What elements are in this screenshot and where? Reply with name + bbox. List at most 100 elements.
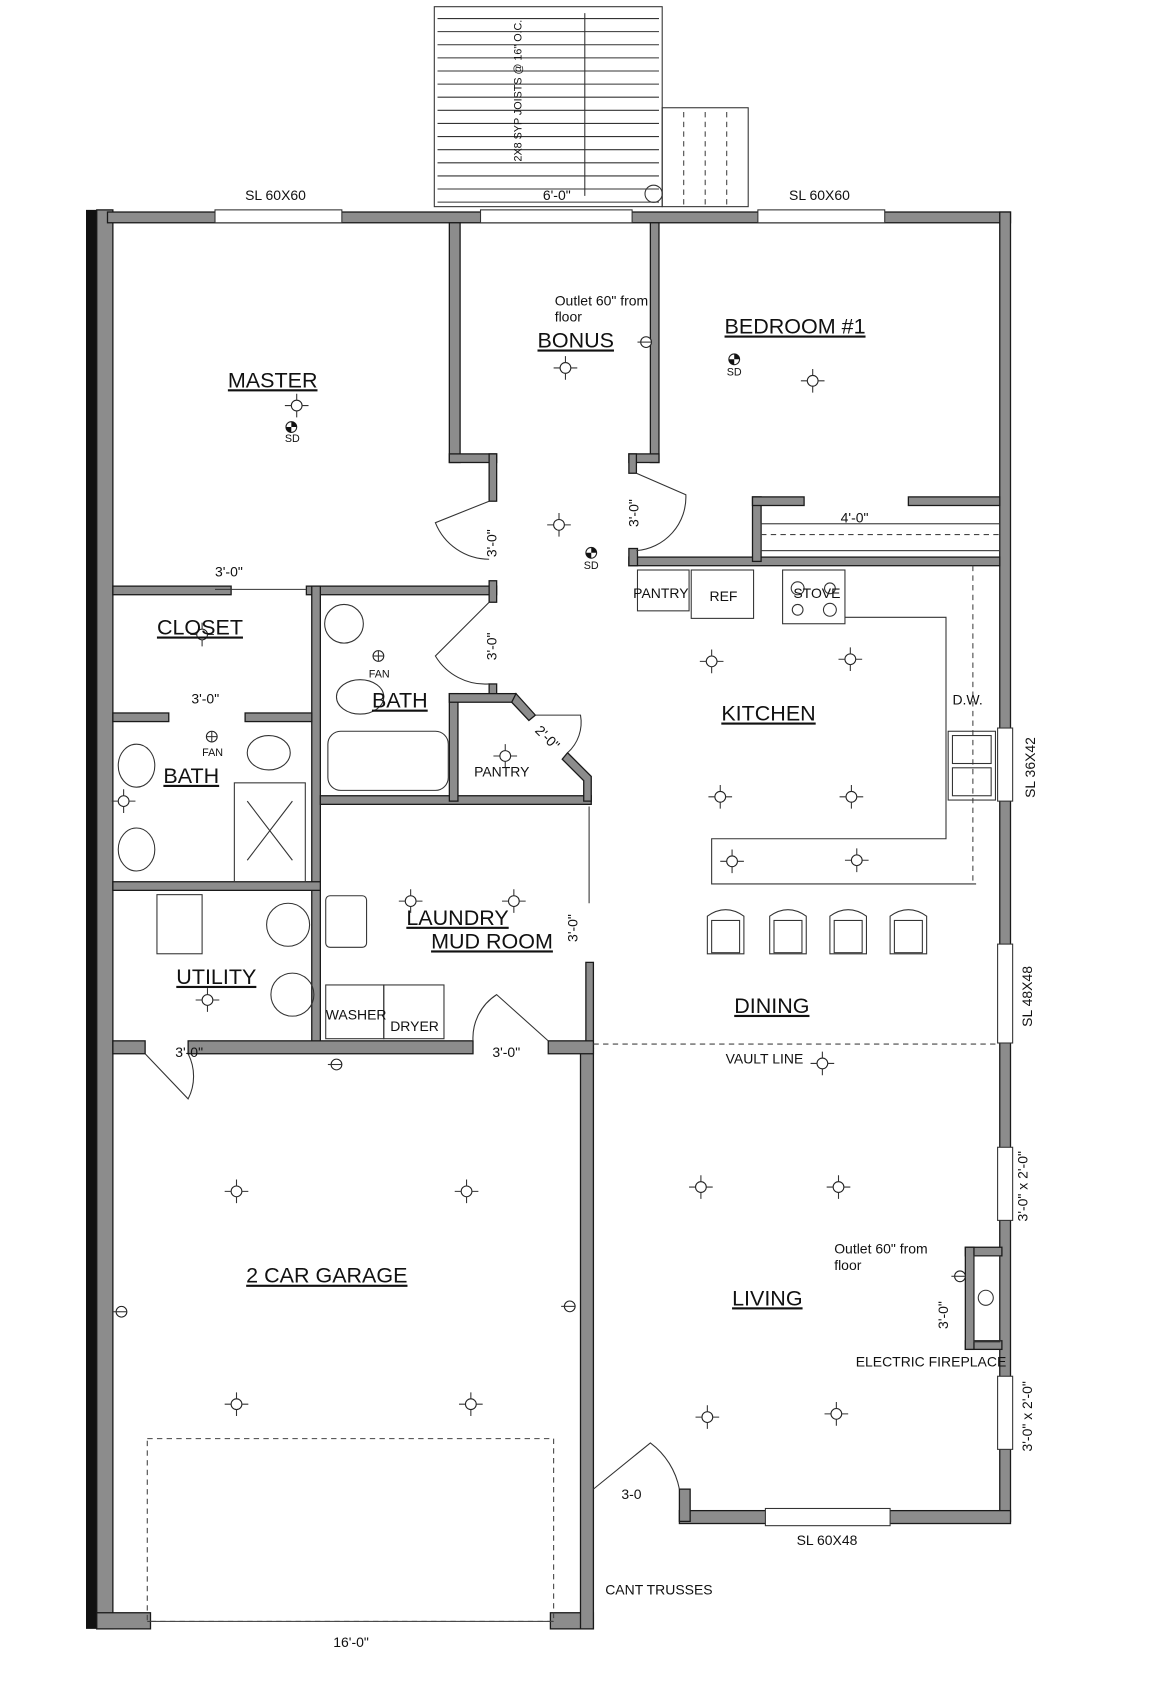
ceiling-light-icon: [810, 1051, 835, 1076]
deck-door-dim: 6'-0": [543, 187, 571, 203]
ceiling-light-icon: [459, 1392, 483, 1417]
dim-label: 3'-0": [215, 563, 243, 579]
room-garage: 2 CAR GARAGE: [246, 1264, 407, 1288]
smoke-detector-icon: [285, 421, 298, 433]
fan-icon: [372, 650, 385, 662]
ceiling-light-icon: [224, 1392, 249, 1417]
window-label: SL 36X42: [1022, 737, 1038, 798]
window-label: 3'-0" x 2'-0": [1019, 1381, 1035, 1451]
ceiling-light-icon: [824, 1402, 849, 1426]
ceiling-light-icon: [553, 356, 578, 380]
room-living: LIVING: [732, 1286, 803, 1310]
outlet-note: floor: [834, 1257, 862, 1273]
room-mud-room: MUD ROOM: [431, 929, 553, 953]
dryer-label: DRYER: [390, 1018, 439, 1034]
ceiling-light-icon: [695, 1405, 720, 1429]
dim-label: 3'-0": [564, 914, 580, 942]
sd-label: SD: [584, 560, 599, 572]
dim-label: 3'-0": [484, 529, 500, 557]
outlet-icon: [951, 1270, 966, 1283]
ceiling-light-icon: [111, 789, 136, 813]
ceiling-light-icon: [454, 1179, 479, 1204]
room-master-bath: BATH: [163, 764, 219, 788]
sd-label: SD: [285, 433, 300, 445]
room-bonus: BONUS: [537, 328, 613, 352]
ceiling-light-icon: [826, 1175, 851, 1199]
fan-label: FAN: [202, 747, 223, 759]
dim-label: 3'-0": [191, 690, 219, 706]
bar-stool-icon: [769, 909, 807, 955]
ceiling-light-icon: [195, 988, 220, 1012]
outlet-note: Outlet 60" from: [555, 293, 648, 309]
dim-label: 3'-0": [935, 1301, 951, 1329]
room-pantry: PANTRY: [474, 763, 530, 779]
dim-label: 3'-0": [175, 1044, 203, 1060]
outlet-icon: [637, 336, 652, 349]
doors: [144, 472, 687, 1490]
room-hall-bath: BATH: [372, 689, 428, 713]
dishwasher-label: D.W.: [952, 691, 982, 707]
ceiling-light-icon: [284, 393, 309, 418]
fan-label: FAN: [369, 668, 390, 680]
room-kitchen: KITCHEN: [721, 702, 815, 726]
ceiling-light-icon: [720, 849, 744, 874]
bar-stool-icon: [889, 909, 928, 955]
ceiling-light-icon: [502, 889, 526, 913]
outlet-icon: [327, 1058, 343, 1071]
window-label: 3'-0" x 2'-0": [1015, 1151, 1031, 1221]
outlet-note: Outlet 60" from: [834, 1241, 927, 1257]
dim-label: 16'-0": [333, 1634, 369, 1650]
washer-label: WASHER: [326, 1006, 387, 1022]
bar-stool-icon: [706, 909, 745, 955]
dim-label: 3'-0": [484, 632, 500, 660]
ceiling-light-icon: [800, 368, 825, 393]
dim-label: 4'-0": [841, 510, 869, 526]
cant-trusses-note: CANT TRUSSES: [605, 1581, 712, 1597]
outlet-icon: [112, 1305, 128, 1318]
dim-label: 3'-0": [626, 499, 642, 527]
ceiling-light-icon: [689, 1175, 713, 1199]
smoke-detectors: [285, 353, 741, 559]
ref-label: REF: [710, 588, 738, 604]
smoke-detector-icon: [728, 353, 741, 366]
ceiling-light-icon: [224, 1179, 249, 1204]
fireplace-label: ELECTRIC FIREPLACE: [856, 1354, 1007, 1370]
dim-label: 3'-0": [492, 1044, 520, 1060]
windows: [147, 209, 1014, 1622]
room-closet: CLOSET: [157, 616, 243, 640]
ceiling-light-icon: [838, 647, 863, 672]
smoke-detector-icon: [585, 546, 598, 559]
fan-icon: [205, 730, 218, 743]
ceiling-light-icon: [699, 649, 724, 674]
ceiling-light-icon: [190, 622, 214, 647]
vault-line-label: VAULT LINE: [726, 1050, 804, 1066]
fixtures: [117, 565, 1001, 1343]
room-laundry: LAUNDRY: [406, 906, 508, 930]
outlet-icon: [561, 1300, 576, 1313]
room-master: MASTER: [228, 368, 318, 392]
ceiling-lights: [111, 336, 966, 1429]
ceiling-light-icon: [398, 889, 423, 913]
window-label: SL 60X60: [245, 187, 306, 203]
ceiling-light-icon: [493, 744, 518, 768]
sd-label: SD: [727, 366, 742, 378]
room-utility: UTILITY: [176, 965, 256, 989]
ceiling-light-icon: [839, 785, 864, 809]
deck-joist-note: 2X8 SYP JOISTS @ 16" O.C.: [512, 20, 524, 162]
outlet-note: floor: [555, 309, 583, 325]
room-bedroom-1: BEDROOM #1: [725, 314, 866, 338]
deck: 2X8 SYP JOISTS @ 16" O.C. 6'-0": [433, 6, 749, 208]
window-label: SL 60X60: [789, 187, 850, 203]
ceiling-light-icon: [547, 513, 571, 537]
window-label: SL 48X48: [1019, 966, 1035, 1027]
interior-walls: [112, 222, 1001, 1622]
ceiling-light-icon: [708, 785, 733, 809]
room-dining: DINING: [734, 994, 809, 1018]
ceiling-light-icon: [844, 848, 869, 873]
window-label: SL 60X48: [797, 1532, 858, 1548]
dim-label: 2'-0": [532, 722, 563, 753]
stove-label: STOVE: [793, 585, 840, 601]
dim-label: 3-0: [621, 1486, 641, 1502]
exterior-walls: [86, 209, 1012, 1630]
